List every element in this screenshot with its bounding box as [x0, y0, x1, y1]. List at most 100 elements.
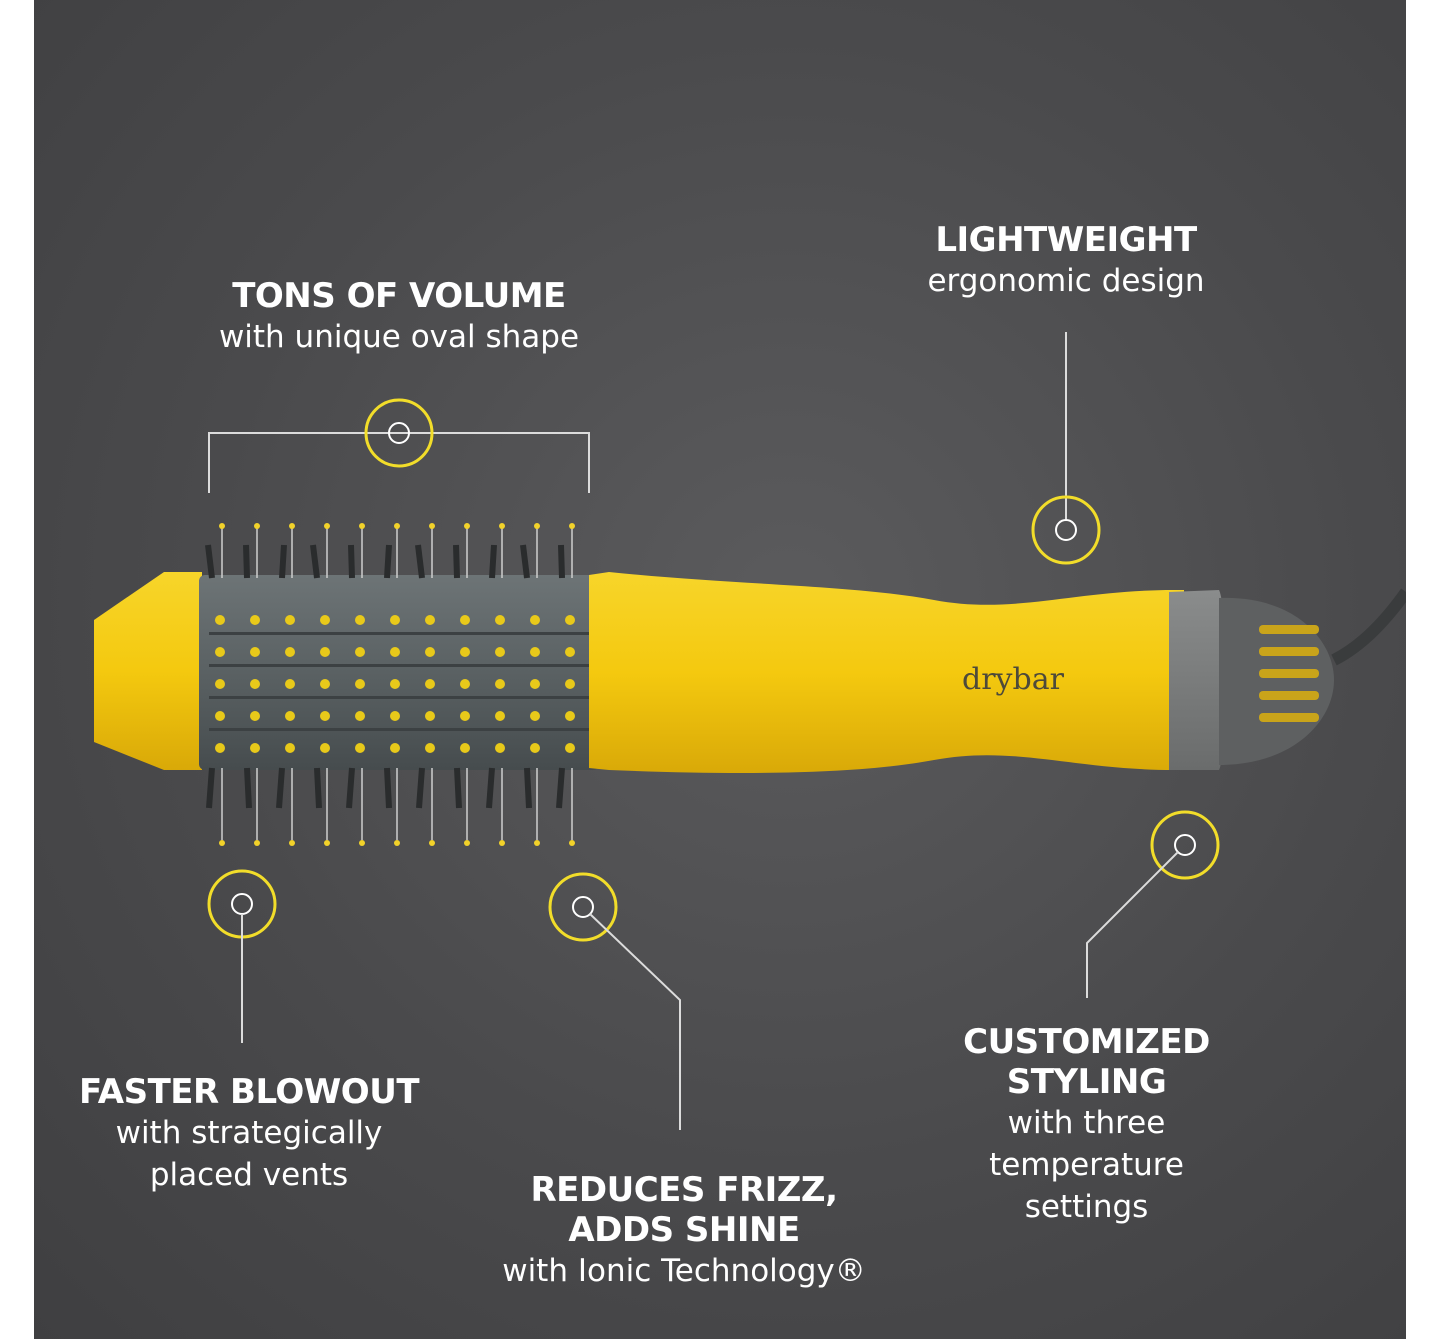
feature-title: FASTER BLOWOUT [78, 1072, 420, 1112]
vent-dot [215, 743, 225, 753]
vent-slat [1259, 713, 1319, 722]
bristle-tuft [205, 544, 215, 579]
vent-dot [425, 615, 435, 625]
vent-dot [495, 647, 505, 657]
vent-dot [250, 711, 260, 721]
pin-tip [394, 840, 400, 846]
bristle-tuft [276, 767, 285, 809]
pin-tip [499, 840, 505, 846]
pin-tip [464, 523, 470, 529]
vent-dot [460, 647, 470, 657]
styling-callout-dot [1174, 834, 1196, 856]
lightweight-callout-dot [1055, 519, 1077, 541]
pin-tip [429, 523, 435, 529]
vent-dot [460, 615, 470, 625]
vent-slot [209, 696, 589, 699]
vent-dot [320, 743, 330, 753]
feature-title: LIGHTWEIGHT [935, 220, 1197, 260]
pin-tip [289, 840, 295, 846]
vent-dot [565, 647, 575, 657]
vent-dot [425, 679, 435, 689]
pin-tip [429, 840, 435, 846]
vent-dot [285, 615, 295, 625]
feature-subtitle: with three temperature settings [989, 1105, 1184, 1225]
bristle-tuft [486, 767, 495, 809]
bristle-tuft [348, 544, 355, 579]
feature-subtitle: with strategically placed vents [115, 1115, 383, 1193]
vent-dot [250, 743, 260, 753]
vent-dot [530, 615, 540, 625]
bristle-tuft [556, 767, 565, 809]
vent-dot [285, 679, 295, 689]
vent-dot [530, 679, 540, 689]
vent-dot [215, 615, 225, 625]
vent-dot [320, 615, 330, 625]
vent-dot [495, 711, 505, 721]
pin-tip [289, 523, 295, 529]
bristle-tuft [454, 767, 462, 809]
vent-dot [250, 679, 260, 689]
vent-dot [425, 711, 435, 721]
vent-dot [355, 679, 365, 689]
air-intake-vent [1219, 597, 1334, 765]
frizz-callout-dot [572, 896, 594, 918]
frizz-leader [589, 913, 681, 1130]
bristle-tuft [416, 767, 425, 809]
bristle-tuft [279, 544, 287, 579]
vent-dot [530, 743, 540, 753]
pin-tip [254, 840, 260, 846]
vent-slat [1259, 691, 1319, 700]
vent-dot [390, 647, 400, 657]
bristle-tuft [524, 767, 532, 809]
bristle-tuft [346, 767, 355, 809]
feature-subtitle: ergonomic design [927, 263, 1205, 299]
vent-dot [565, 711, 575, 721]
vent-dot [355, 743, 365, 753]
vent-slats [1259, 625, 1319, 722]
brush-barrel [199, 575, 599, 770]
brand-logo-text: drybar [962, 662, 1064, 697]
vent-dot [390, 743, 400, 753]
feature-title: REDUCES FRIZZ, ADDS SHINE [530, 1170, 838, 1250]
volume-callout-dot [388, 422, 410, 444]
bristle-tuft [384, 767, 392, 809]
vent-dot [390, 615, 400, 625]
vent-dot [495, 615, 505, 625]
bristle-tuft [310, 544, 320, 579]
feature-volume: TONS OF VOLUME with unique oval shape [169, 276, 629, 358]
volume-bracket [208, 432, 590, 493]
pin-tip [394, 523, 400, 529]
vent-dot [285, 647, 295, 657]
vent-dot [565, 615, 575, 625]
bristle-tuft [453, 544, 460, 579]
vent-dot [320, 679, 330, 689]
vent-dot [425, 743, 435, 753]
vent-slot [209, 728, 589, 731]
pin-tip [534, 840, 540, 846]
vent-dot [215, 647, 225, 657]
vent-slot [209, 632, 589, 635]
bristle-tuft [243, 544, 250, 579]
pin-tip [324, 840, 330, 846]
pin-tip [359, 840, 365, 846]
pin-tip [464, 840, 470, 846]
volume-callout-ring [364, 398, 434, 468]
styling-callout-ring [1150, 810, 1220, 880]
vent-dot [320, 647, 330, 657]
vent-dot [215, 711, 225, 721]
vent-dot [390, 711, 400, 721]
bristle-tuft [314, 767, 322, 809]
vent-dot [460, 679, 470, 689]
vent-dot [460, 743, 470, 753]
vent-dot [250, 615, 260, 625]
infographic-panel: drybar TONS OF VOLUME with unique oval s… [34, 0, 1406, 1339]
vent-dot [285, 743, 295, 753]
bristle-tuft [558, 544, 565, 579]
pin-tip [359, 523, 365, 529]
vent-slat [1259, 669, 1319, 678]
vent-dot [565, 743, 575, 753]
vent-dot [495, 743, 505, 753]
feature-customized-styling: CUSTOMIZED STYLING with three temperatur… [914, 1022, 1259, 1228]
bristle-tuft [244, 767, 252, 809]
pin-tip [534, 523, 540, 529]
